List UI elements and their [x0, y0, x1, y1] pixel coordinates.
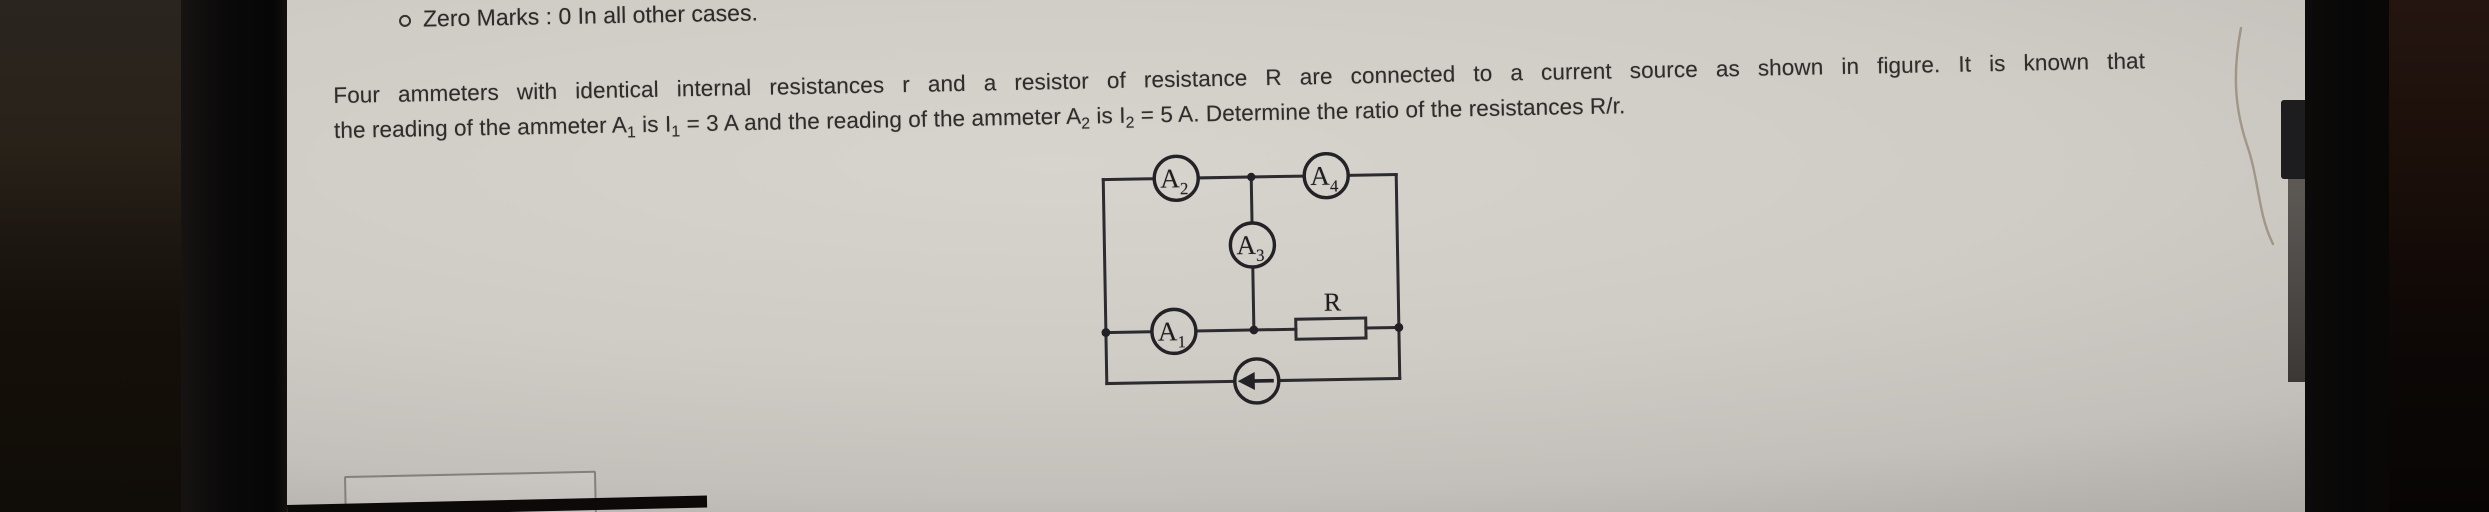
- rubric-bullet-row: Zero Marks : 0 In all other cases.: [398, 0, 759, 33]
- room-background-right: [2389, 0, 2489, 512]
- screen-smudge-mark: [2234, 26, 2275, 246]
- svg-text:A4: A4: [1310, 160, 1339, 195]
- rubric-text: Zero Marks : 0 In all other cases.: [422, 0, 759, 32]
- current-source: [1233, 357, 1281, 405]
- svg-text:A2: A2: [1160, 163, 1189, 198]
- junction-dots: [1101, 172, 1404, 337]
- question-text-segment: the reading of the ammeter A: [333, 112, 628, 143]
- bullet-circle-icon: [398, 14, 412, 27]
- ammeter-a3: A3: [1228, 221, 1277, 269]
- subscript: 2: [1125, 114, 1135, 132]
- circuit-wires: [1101, 172, 1402, 386]
- subscript: 1: [626, 124, 637, 142]
- svg-text:A1: A1: [1158, 316, 1187, 351]
- question-paragraph: Four ammeters with identical internal re…: [333, 43, 2146, 156]
- monitor-bezel-left: [181, 0, 287, 512]
- scrollbar-thumb[interactable]: [2281, 100, 2305, 179]
- ammeter-a2: A2: [1152, 154, 1200, 203]
- circuit-figure: A2 A4 A3 A1 R: [1101, 151, 1404, 405]
- scrollbar-track[interactable]: [2288, 179, 2305, 382]
- ammeter-a1: A1: [1150, 307, 1198, 356]
- svg-text:A3: A3: [1236, 230, 1265, 265]
- screen: Zero Marks : 0 In all other cases. Four …: [287, 0, 2305, 512]
- question-text-segment: is I: [1089, 102, 1126, 129]
- question-text-segment: = 5 A. Determine the ratio of the resist…: [1134, 93, 1626, 128]
- resistor-label: R: [1323, 287, 1342, 316]
- monitor-bezel-right: [2305, 0, 2389, 512]
- question-text-segment: = 3 A and the reading of the ammeter A: [679, 103, 1082, 137]
- room-background-left: [0, 0, 181, 512]
- question-text-segment: is I: [635, 111, 672, 138]
- resistor: R: [1294, 287, 1368, 341]
- current-source-arrow-icon: [1237, 371, 1274, 390]
- ammeter-a4: A4: [1302, 151, 1350, 200]
